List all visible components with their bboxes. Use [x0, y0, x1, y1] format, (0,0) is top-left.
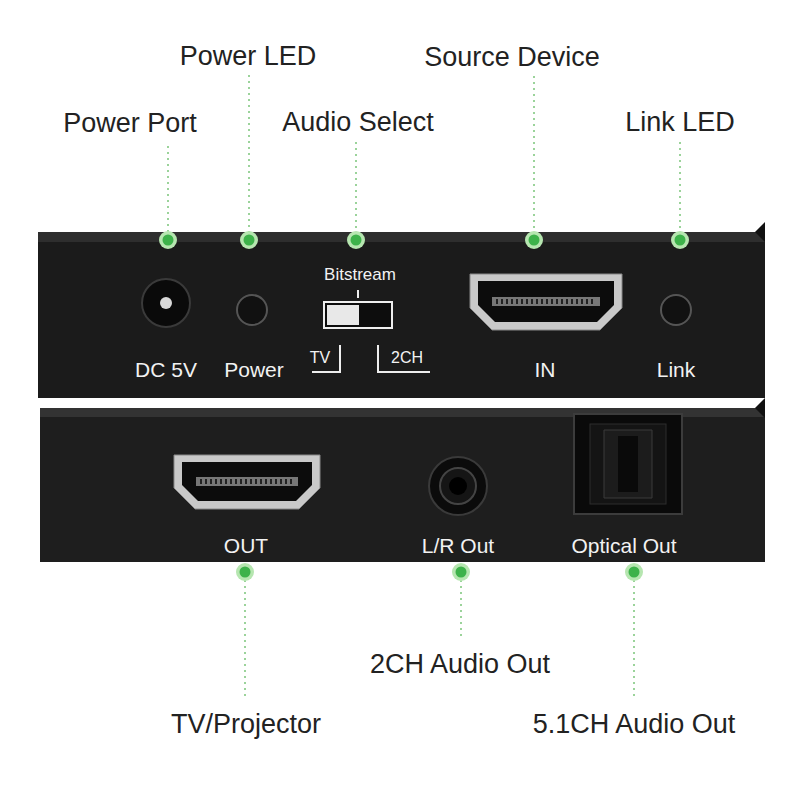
callout-label: Link LED — [625, 106, 735, 138]
audio-jack — [429, 457, 487, 515]
callout-dots-part — [351, 235, 362, 246]
callout-label: Source Device — [424, 41, 600, 73]
front-panel-body-part — [755, 222, 765, 242]
power-led-part — [237, 295, 267, 325]
back-panel-body-part — [40, 408, 765, 562]
callout-dots-part — [236, 563, 254, 581]
callout-dots — [159, 231, 689, 581]
hdmi-in-port-part — [470, 274, 622, 330]
leader-lines-part — [248, 75, 250, 232]
hdmi-out-port-part — [174, 455, 320, 509]
callout-dots-part — [671, 231, 689, 249]
port-label: Link — [657, 357, 696, 382]
audio-switch-part — [357, 290, 359, 298]
port-label: OUT — [224, 533, 268, 558]
dc-jack-part — [142, 279, 190, 327]
leader-lines-part — [244, 580, 246, 700]
leader-lines-part — [460, 580, 462, 640]
dc-jack-part — [160, 297, 172, 309]
callout-dots-part — [529, 235, 540, 246]
back-panel-body-part — [755, 398, 765, 418]
port-label: Bitstream — [324, 265, 396, 285]
hdmi-out-port-part — [182, 462, 312, 501]
hdmi-in-port-part — [496, 299, 596, 304]
audio-switch-part — [378, 345, 430, 372]
callout-label: TV/Projector — [171, 708, 321, 740]
callout-dots-part — [525, 231, 543, 249]
optical-port-part — [604, 430, 652, 498]
port-label: Optical Out — [571, 533, 676, 558]
optical-port — [574, 414, 682, 514]
leader-lines — [168, 75, 680, 700]
optical-port-part — [618, 436, 638, 492]
port-label: IN — [535, 357, 556, 382]
callout-dots-part — [163, 235, 174, 246]
leader-lines-part — [355, 142, 357, 232]
callout-dots-part — [159, 231, 177, 249]
audio-jack-part — [440, 468, 476, 504]
port-label: Power — [224, 357, 284, 382]
front-panel-body-part — [38, 232, 765, 398]
front-panel: DC 5V Power BitstreamTV 2CH IN Link — [38, 232, 765, 398]
power-led — [237, 295, 267, 325]
callout-label: Power Port — [63, 107, 197, 139]
back-panel-body — [40, 398, 765, 562]
leader-lines-part — [167, 146, 169, 232]
back-panel: OUT L/R Out Optical Out — [40, 408, 765, 562]
callout-dots-part — [675, 235, 686, 246]
callout-dots-part — [456, 567, 467, 578]
link-led — [661, 295, 691, 325]
callout-dots-part — [240, 567, 251, 578]
callout-label: Audio Select — [282, 106, 434, 138]
link-led-part — [661, 295, 691, 325]
port-label: 2CH — [391, 348, 423, 367]
hdmi-in-port-part — [478, 281, 614, 322]
audio-switch-part — [324, 302, 392, 328]
hdmi-in-port-part — [492, 297, 600, 306]
hdmi-in-port — [470, 274, 622, 330]
callout-dots-part — [244, 235, 255, 246]
audio-jack-part — [429, 457, 487, 515]
optical-port-part — [590, 424, 666, 504]
audio-jack-part — [449, 477, 467, 495]
port-label: DC 5V — [135, 357, 197, 382]
callout-dots-part — [347, 231, 365, 249]
hdmi-out-port-part — [200, 479, 294, 484]
hdmi-out-port-part — [196, 477, 298, 486]
hdmi-out-port — [174, 455, 320, 509]
callout-dots-part — [629, 567, 640, 578]
callout-label: 2CH Audio Out — [370, 648, 550, 680]
optical-port-part — [574, 414, 682, 514]
front-panel-body — [38, 222, 765, 398]
leader-lines-part — [633, 580, 635, 700]
port-label: L/R Out — [422, 533, 494, 558]
audio-switch-part — [327, 305, 359, 325]
callout-label: Power LED — [180, 40, 317, 72]
dc-jack — [142, 279, 190, 327]
leader-lines-part — [679, 142, 681, 232]
front-panel-body-part — [38, 232, 765, 242]
callout-dots-part — [625, 563, 643, 581]
callout-label: 5.1CH Audio Out — [533, 708, 736, 740]
leader-lines-part — [533, 76, 535, 232]
callout-dots-part — [240, 231, 258, 249]
port-label: TV — [310, 348, 330, 367]
callout-dots-part — [452, 563, 470, 581]
